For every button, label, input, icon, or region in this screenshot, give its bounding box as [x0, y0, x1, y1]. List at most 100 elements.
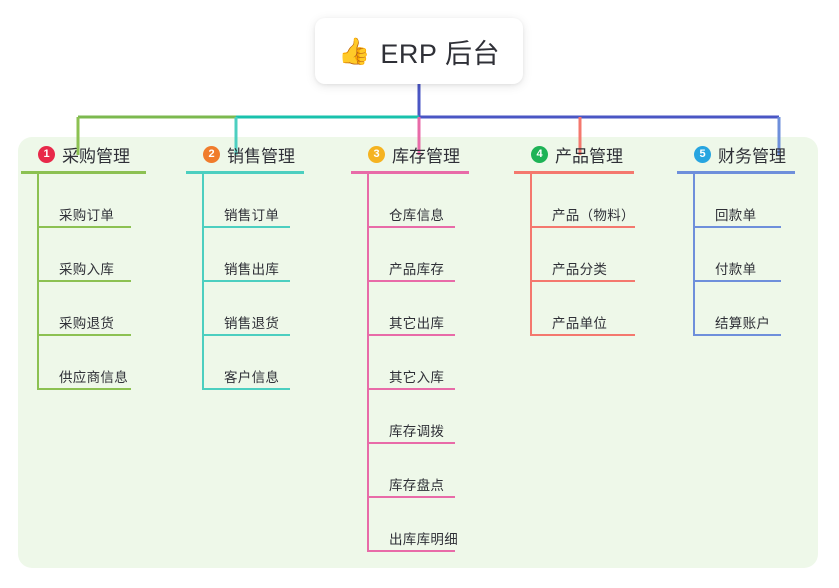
leaf-item-label: 结算账户 [715, 316, 771, 331]
leaf-item[interactable]: 销售订单 [202, 174, 348, 228]
branch-column-3: 3 库存管理仓库信息产品库存其它出库其它入库库存调拨库存盘点出库库明细 [348, 137, 511, 568]
root-node-title: ERP 后台 [380, 38, 500, 69]
leaf-item[interactable]: 产品分类 [530, 228, 674, 282]
leaf-item[interactable]: 库存盘点 [367, 444, 511, 498]
leaf-item-rule [369, 496, 455, 498]
branch-spine-1 [37, 174, 39, 390]
branch-column-5: 5 财务管理回款单付款单结算账户 [674, 137, 814, 568]
leaf-item-rule [532, 280, 635, 282]
leaf-item-label: 库存调拨 [389, 424, 445, 439]
branch-header-5[interactable]: 5 财务管理 [674, 137, 814, 171]
leaf-item-rule [39, 280, 131, 282]
branch-header-rule-2 [186, 171, 304, 174]
leaf-item-rule [532, 226, 635, 228]
leaf-item-label: 仓库信息 [389, 208, 445, 223]
leaf-item-rule [204, 334, 290, 336]
leaf-item-label: 销售订单 [224, 208, 280, 223]
branch-header-rule-3 [351, 171, 469, 174]
leaf-item-label: 采购退货 [59, 316, 115, 331]
leaf-item-rule [695, 280, 781, 282]
leaf-item-rule [39, 334, 131, 336]
leaf-item-rule [204, 226, 290, 228]
leaf-item-rule [204, 388, 290, 390]
leaf-item[interactable]: 销售退货 [202, 282, 348, 336]
leaf-item[interactable]: 产品（物料） [530, 174, 674, 228]
leaf-item-rule [39, 388, 131, 390]
branch-header-1[interactable]: 1 采购管理 [18, 137, 183, 171]
leaf-item[interactable]: 客户信息 [202, 336, 348, 390]
leaf-item[interactable]: 销售出库 [202, 228, 348, 282]
branch-items-4: 产品（物料） 产品分类产品单位 [530, 174, 674, 336]
leaf-item[interactable]: 采购入库 [37, 228, 183, 282]
root-node-card[interactable]: 👍 ERP 后台 [315, 18, 523, 84]
leaf-item[interactable]: 产品单位 [530, 282, 674, 336]
leaf-item-label: 供应商信息 [59, 370, 128, 385]
leaf-item[interactable]: 其它入库 [367, 336, 511, 390]
leaf-item-rule [695, 226, 781, 228]
leaf-item-label: 客户信息 [224, 370, 280, 385]
branch-title-4: 产品管理 [555, 146, 623, 166]
leaf-item-rule [369, 550, 455, 552]
branch-spine-5 [693, 174, 695, 336]
branch-badge-1: 1 [38, 145, 55, 163]
leaf-item[interactable]: 库存调拨 [367, 390, 511, 444]
leaf-item[interactable]: 出库库明细 [367, 498, 511, 552]
leaf-item[interactable]: 采购订单 [37, 174, 183, 228]
branch-badge-5: 5 [694, 145, 711, 163]
leaf-item-label: 出库库明细 [389, 532, 458, 547]
leaf-item-label: 产品单位 [552, 316, 608, 331]
leaf-item-label: 产品分类 [552, 262, 608, 277]
branch-columns: 1 采购管理采购订单采购入库采购退货供应商信息 2 销售管理销售订单销售出库销售退货客… [18, 137, 818, 568]
leaf-item-label: 销售退货 [224, 316, 280, 331]
branch-badge-2: 2 [203, 145, 220, 163]
leaf-item[interactable]: 其它出库 [367, 282, 511, 336]
leaf-item-rule [39, 226, 131, 228]
branch-spine-4 [530, 174, 532, 336]
leaf-item-label: 付款单 [715, 262, 757, 277]
branch-title-1: 采购管理 [62, 146, 130, 166]
branch-items-5: 回款单付款单结算账户 [693, 174, 814, 336]
leaf-item[interactable]: 采购退货 [37, 282, 183, 336]
branch-header-rule-1 [21, 171, 146, 174]
branch-header-rule-4 [514, 171, 634, 174]
leaf-item-label: 产品库存 [389, 262, 445, 277]
branch-title-3: 库存管理 [392, 146, 460, 166]
leaf-item[interactable]: 回款单 [693, 174, 814, 228]
branch-badge-3: 3 [368, 145, 385, 163]
leaf-item-label: 销售出库 [224, 262, 280, 277]
leaf-item-rule [532, 334, 635, 336]
leaf-item-rule [369, 442, 455, 444]
leaf-item[interactable]: 供应商信息 [37, 336, 183, 390]
leaf-item-label: 产品（物料） [552, 208, 635, 223]
branch-header-rule-5 [677, 171, 795, 174]
branch-column-2: 2 销售管理销售订单销售出库销售退货客户信息 [183, 137, 348, 568]
leaf-item-label: 采购订单 [59, 208, 115, 223]
thumbs-up-icon: 👍 [338, 36, 371, 66]
leaf-item-rule [695, 334, 781, 336]
leaf-item-rule [369, 280, 455, 282]
leaf-item[interactable]: 付款单 [693, 228, 814, 282]
leaf-item[interactable]: 仓库信息 [367, 174, 511, 228]
leaf-item-label: 库存盘点 [389, 478, 445, 493]
leaf-item-label: 采购入库 [59, 262, 115, 277]
leaf-item[interactable]: 产品库存 [367, 228, 511, 282]
leaf-item[interactable]: 结算账户 [693, 282, 814, 336]
branch-items-2: 销售订单销售出库销售退货客户信息 [202, 174, 348, 390]
branch-items-1: 采购订单采购入库采购退货供应商信息 [37, 174, 183, 390]
leaf-item-rule [369, 334, 455, 336]
leaf-item-label: 其它入库 [389, 370, 445, 385]
branch-column-1: 1 采购管理采购订单采购入库采购退货供应商信息 [18, 137, 183, 568]
branch-title-5: 财务管理 [718, 146, 786, 166]
branch-title-2: 销售管理 [227, 146, 295, 166]
branch-spine-3 [367, 174, 369, 552]
leaf-item-rule [204, 280, 290, 282]
leaf-item-label: 回款单 [715, 208, 757, 223]
branch-spine-2 [202, 174, 204, 390]
branch-items-3: 仓库信息产品库存其它出库其它入库库存调拨库存盘点出库库明细 [367, 174, 511, 552]
branch-header-2[interactable]: 2 销售管理 [183, 137, 348, 171]
leaf-item-rule [369, 388, 455, 390]
leaf-item-label: 其它出库 [389, 316, 445, 331]
branch-header-3[interactable]: 3 库存管理 [348, 137, 511, 171]
